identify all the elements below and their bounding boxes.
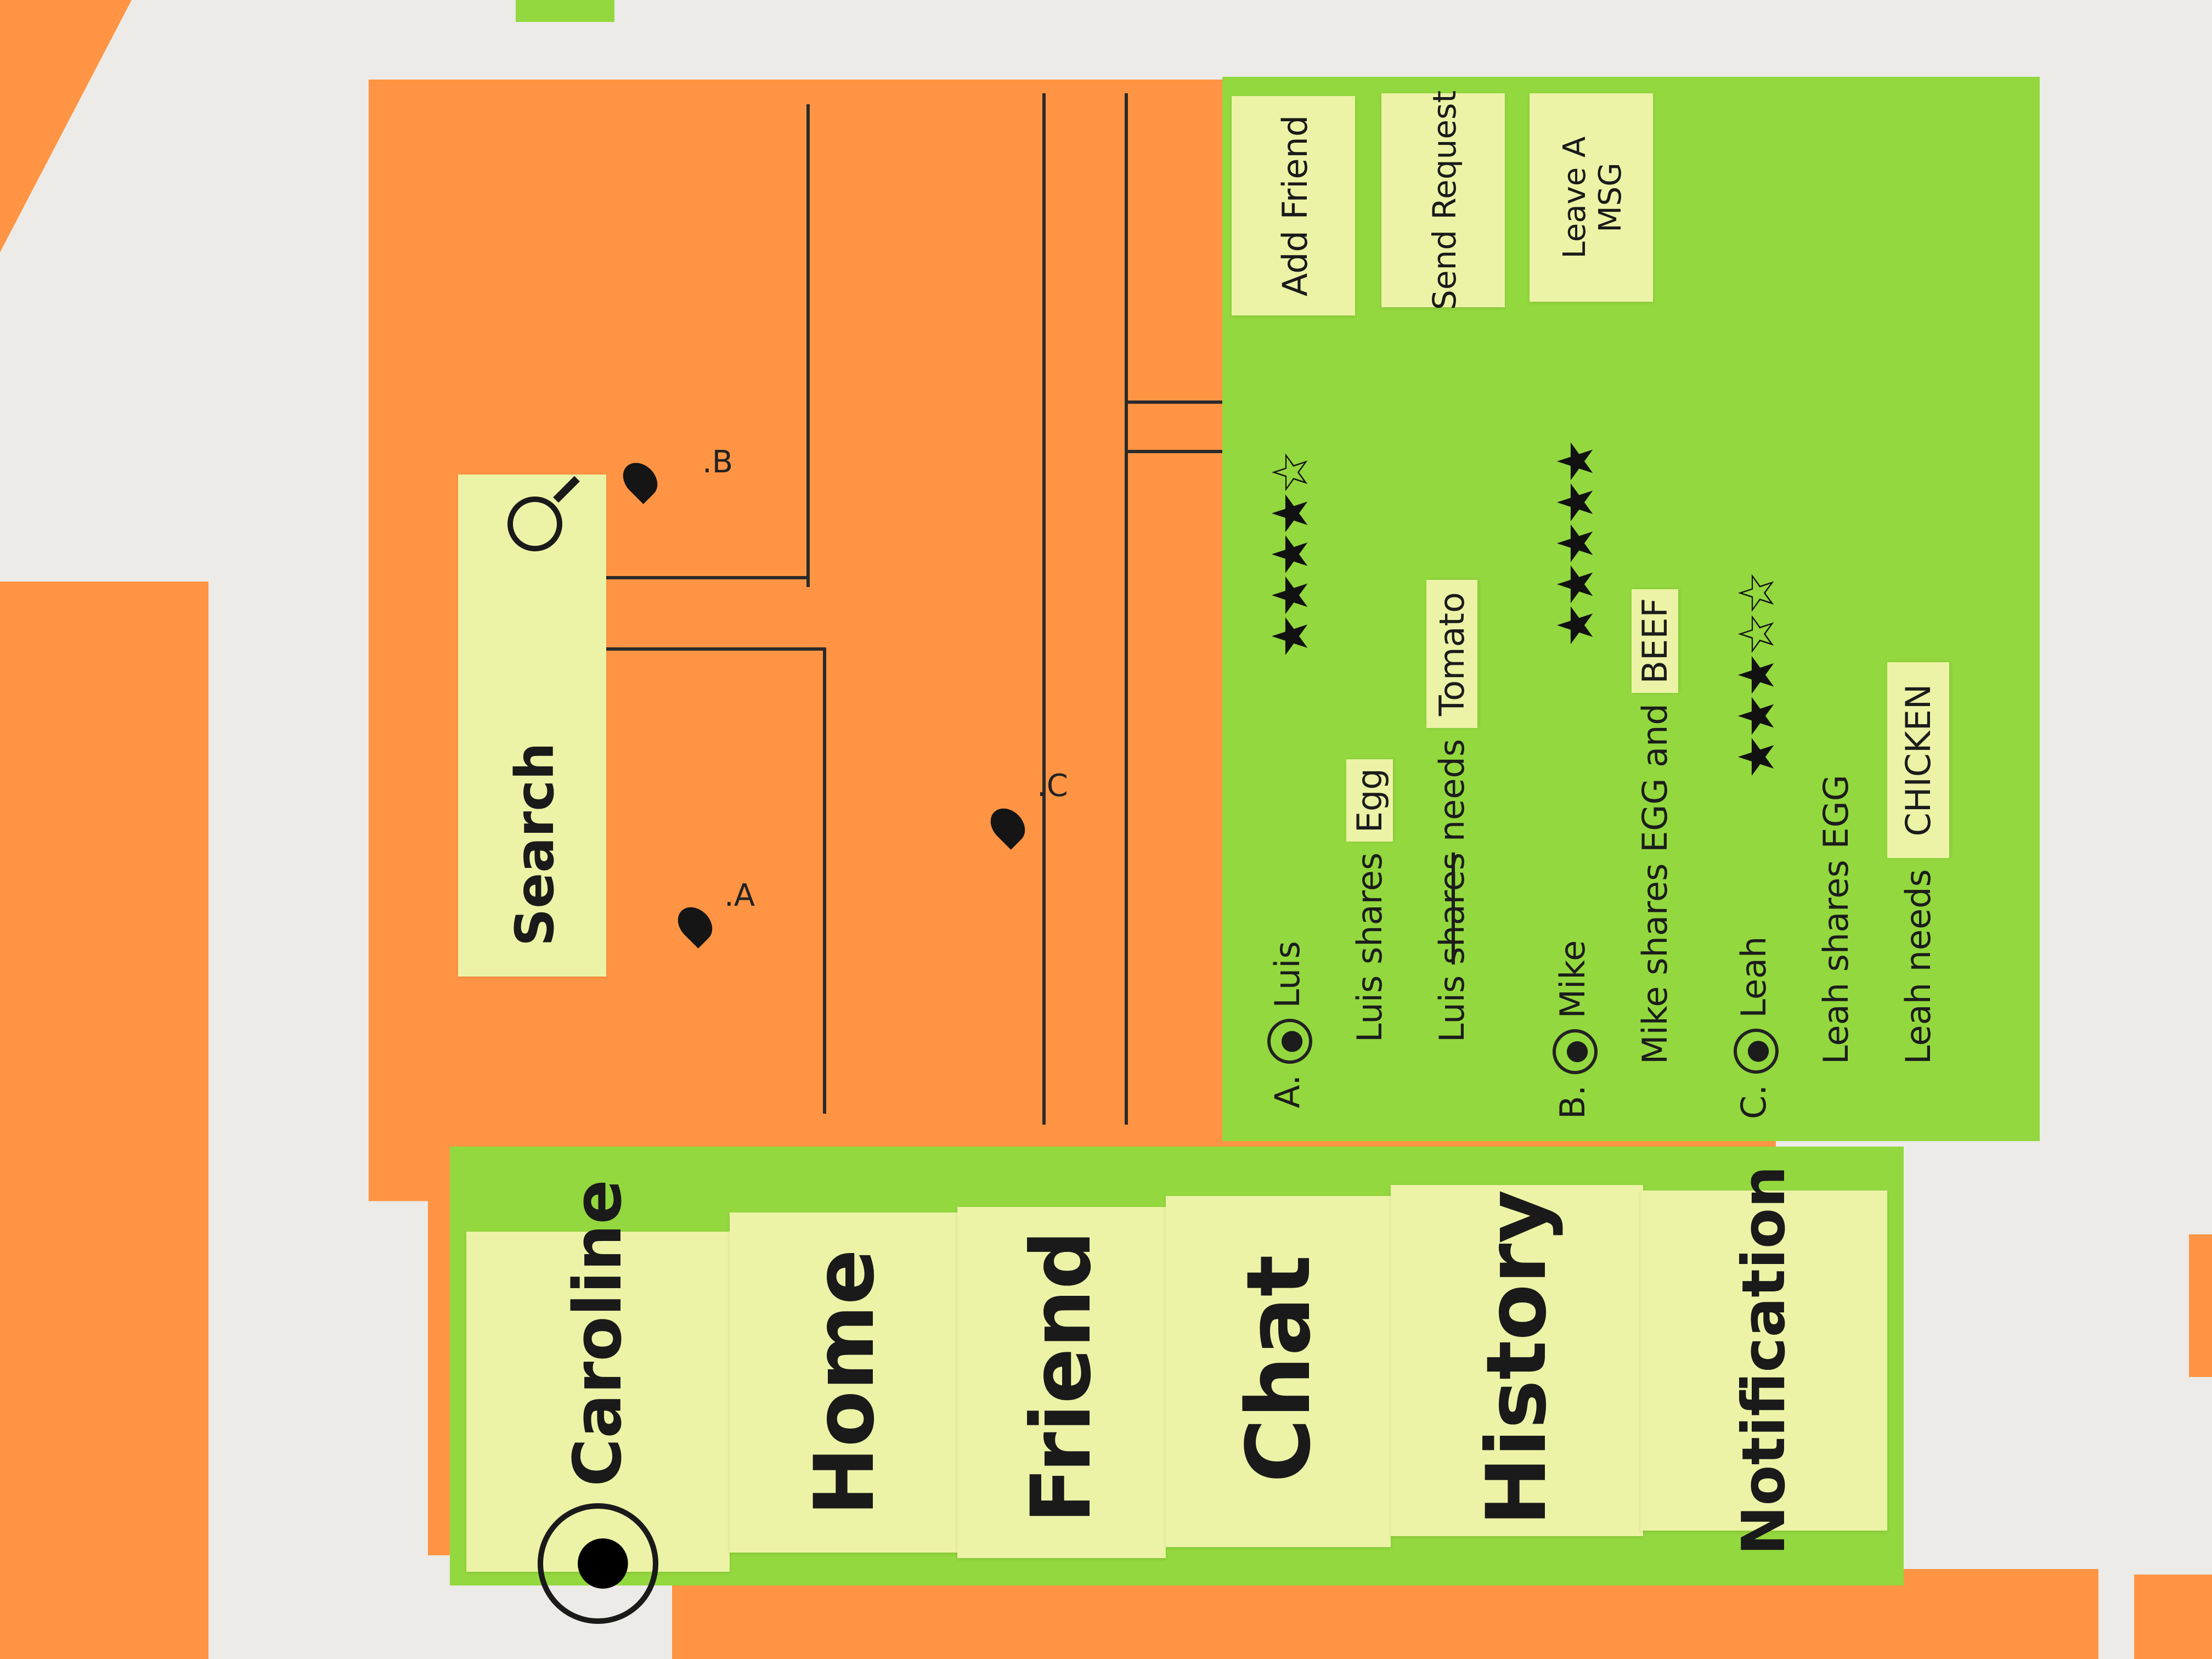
search-label: Search bbox=[504, 742, 566, 946]
background-paper-right bbox=[2189, 1234, 2212, 1377]
profile-avatar-icon: ● bbox=[538, 1503, 658, 1624]
need-item-chicken[interactable]: CHICKEN bbox=[1887, 662, 1949, 859]
search-icon[interactable] bbox=[507, 476, 580, 551]
result-a-rating: ★★★★☆ bbox=[1262, 453, 1319, 658]
user-avatar-icon: ● bbox=[1267, 1019, 1312, 1064]
add-friend-button[interactable]: Add Friend bbox=[1232, 96, 1355, 315]
need-item-tomato[interactable]: Tomato bbox=[1426, 580, 1477, 729]
share-item-egg[interactable]: Egg bbox=[1346, 759, 1393, 842]
map-pin-b[interactable] bbox=[616, 456, 664, 504]
search-bar[interactable]: Search bbox=[458, 475, 606, 977]
user-avatar-icon: ● bbox=[1734, 1029, 1779, 1074]
leave-msg-button[interactable]: Leave A MSG bbox=[1530, 93, 1653, 302]
result-c-rating: ★★★☆☆ bbox=[1728, 574, 1786, 779]
result-a[interactable]: A. ● Luis ★★★★☆ Luis shares Egg Luis sha… bbox=[1256, 439, 1520, 1119]
background-paper-top bbox=[516, 0, 614, 22]
map-pin-a[interactable] bbox=[671, 900, 719, 949]
map-pin-b-label: .B bbox=[702, 444, 733, 480]
nav-item-friend[interactable]: Friend bbox=[957, 1207, 1166, 1558]
nav-item-chat[interactable]: Chat bbox=[1166, 1196, 1391, 1547]
map-pin-c-label: .C bbox=[1037, 768, 1068, 804]
result-b[interactable]: B. ● Mike ★★★★★ Mike shares EGG and BEEF bbox=[1547, 443, 1712, 1130]
user-avatar-icon: ● bbox=[1553, 1029, 1598, 1075]
result-b-rating: ★★★★★ bbox=[1547, 442, 1605, 647]
result-c[interactable]: C. ● Leah ★★★☆☆ Leah shares EGG Leah nee… bbox=[1728, 472, 2013, 1130]
background-paper-bottom-right bbox=[2134, 1575, 2212, 1659]
send-request-button[interactable]: Send Request bbox=[1381, 91, 1505, 310]
share-item-beef[interactable]: BEEF bbox=[1632, 589, 1678, 693]
nav-item-notification[interactable]: Notification bbox=[1640, 1166, 1887, 1555]
result-a-name: Luis bbox=[1267, 941, 1308, 1008]
background-paper-left bbox=[0, 582, 208, 1659]
result-c-name: Leah bbox=[1734, 936, 1774, 1018]
nav-profile-caroline[interactable]: ● Caroline bbox=[466, 1180, 730, 1624]
nav-item-home[interactable]: Home bbox=[730, 1212, 960, 1553]
map-pin-a-label: .A bbox=[724, 878, 755, 913]
map-pin-c[interactable] bbox=[984, 802, 1032, 850]
background-paper-top-left bbox=[0, 0, 132, 252]
nav-item-history[interactable]: History bbox=[1391, 1185, 1643, 1536]
result-b-name: Mike bbox=[1553, 940, 1593, 1019]
